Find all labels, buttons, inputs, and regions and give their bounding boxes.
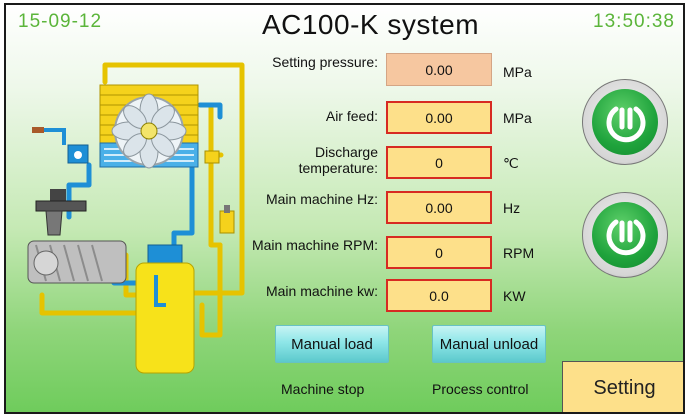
manual-load-button[interactable]: Manual load (275, 325, 389, 363)
param-label-main-machine-rpm: Main machine RPM: (251, 237, 378, 253)
power-icon (606, 106, 646, 143)
setting-pressure-field[interactable]: 0.00 (386, 53, 492, 86)
time-display: 13:50:38 (593, 11, 675, 32)
param-label-air-feed: Air feed: (325, 108, 378, 124)
param-unit-air-feed: MPa (503, 110, 532, 126)
pressure-valve (219, 210, 235, 234)
pipe-right-vertical (208, 102, 223, 248)
param-unit-main-machine-hz: Hz (503, 200, 521, 216)
oil-separator-tank (135, 262, 195, 374)
power-icon (606, 219, 646, 256)
param-unit-main-machine-kw: KW (503, 288, 526, 304)
param-label-discharge-temperature: Discharge temperature: (298, 144, 378, 176)
thermostatic-valve (204, 150, 220, 164)
setting-button[interactable]: Setting (562, 361, 683, 412)
air-feed-value: 0.00 (386, 101, 492, 134)
valve-handle (32, 127, 44, 133)
title-text: AC100-K system (261, 9, 480, 40)
param-unit-discharge-temperature: ℃ (503, 155, 519, 171)
hmi-screen: 15-09-12 AC100-K system 13:50:38 (4, 3, 685, 414)
main-machine-rpm-value: 0 (386, 236, 492, 269)
discharge-temperature-value: 0 (386, 146, 492, 179)
pipe-bottom (39, 292, 169, 316)
main-machine-kw-value: 0.0 (386, 279, 492, 312)
stop-button[interactable] (582, 192, 668, 278)
manual-unload-button[interactable]: Manual unload (432, 325, 546, 363)
compressor-diagram (27, 62, 245, 374)
param-label-main-machine-kw: Main machine kw: (265, 283, 378, 299)
pipe-return (199, 242, 223, 338)
pipe-air-top (197, 102, 223, 120)
machine-stop-label: Machine stop (281, 381, 365, 397)
main-machine-hz-value: 0.00 (386, 191, 492, 224)
param-label-main-machine-hz: Main machine Hz: (265, 191, 378, 207)
start-button[interactable] (582, 79, 668, 165)
start-button-face (592, 89, 658, 155)
pipe-top-loop (102, 62, 245, 296)
param-unit-main-machine-rpm: RPM (503, 245, 535, 261)
stop-button-face (592, 202, 658, 268)
page-title: AC100-K system (6, 9, 683, 41)
process-control-label: Process control (432, 381, 529, 397)
param-unit-setting-pressure: MPa (503, 64, 532, 80)
date-display: 15-09-12 (18, 11, 103, 32)
param-label-setting-pressure: Setting pressure: (272, 54, 378, 70)
pipe-air-right (171, 164, 195, 248)
intake-valve (50, 189, 66, 201)
